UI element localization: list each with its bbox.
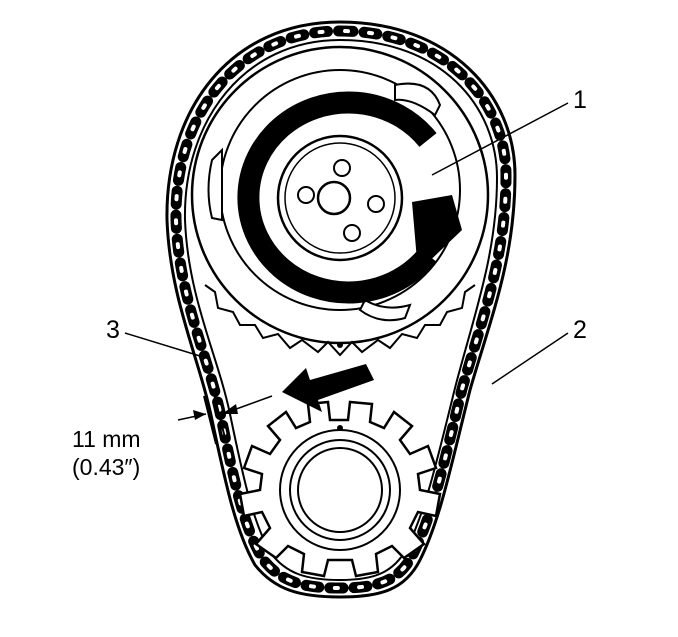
leader-line-3 [124,332,201,357]
timing-chain [165,20,517,599]
cam-timing-mark [337,342,343,348]
cam-bolt-hole [367,195,385,213]
crank-timing-mark [337,425,343,431]
measurement-label: 11 mm (0.43″) [72,426,141,481]
rotation-arrow-head [412,195,462,272]
crankshaft-sprocket [238,400,442,578]
measure-arrowhead-right [222,404,238,414]
measurement-metric: 11 mm [72,426,141,452]
cam-sprocket-teeth [204,284,476,357]
callout-leader-lines [124,102,569,385]
cam-pocket-bottom [358,298,412,322]
chain-outer-edge [165,20,517,599]
callout-3: 3 [106,316,120,344]
rotation-arrow-body [237,91,437,304]
measurement-imperial: (0.43″) [72,453,141,480]
cam-bolt-hole [343,224,361,242]
measure-arrowhead-left [193,410,206,420]
cam-bore [316,180,352,216]
cam-bolt-hole [297,186,315,204]
cam-bolt-hole [333,159,351,177]
callout-2: 2 [573,316,587,344]
leader-line-1 [431,102,569,176]
leader-line-2 [491,332,569,385]
cam-hub-inner [284,142,396,254]
rotation-direction-arrow [237,91,462,304]
measure-tick-left [203,395,217,445]
measure-tick-right [213,393,227,443]
cam-pocket-top [394,82,442,117]
chain-inner-edge [183,38,499,582]
crank-hub-inner [297,447,383,533]
slack-arrow-shape [282,364,374,412]
callout-1: 1 [573,86,587,114]
chain-link-pins [173,28,509,591]
chain-slack-arrow [282,364,374,412]
deflection-measurement-marker [177,393,273,445]
cam-pocket-left [207,147,223,222]
